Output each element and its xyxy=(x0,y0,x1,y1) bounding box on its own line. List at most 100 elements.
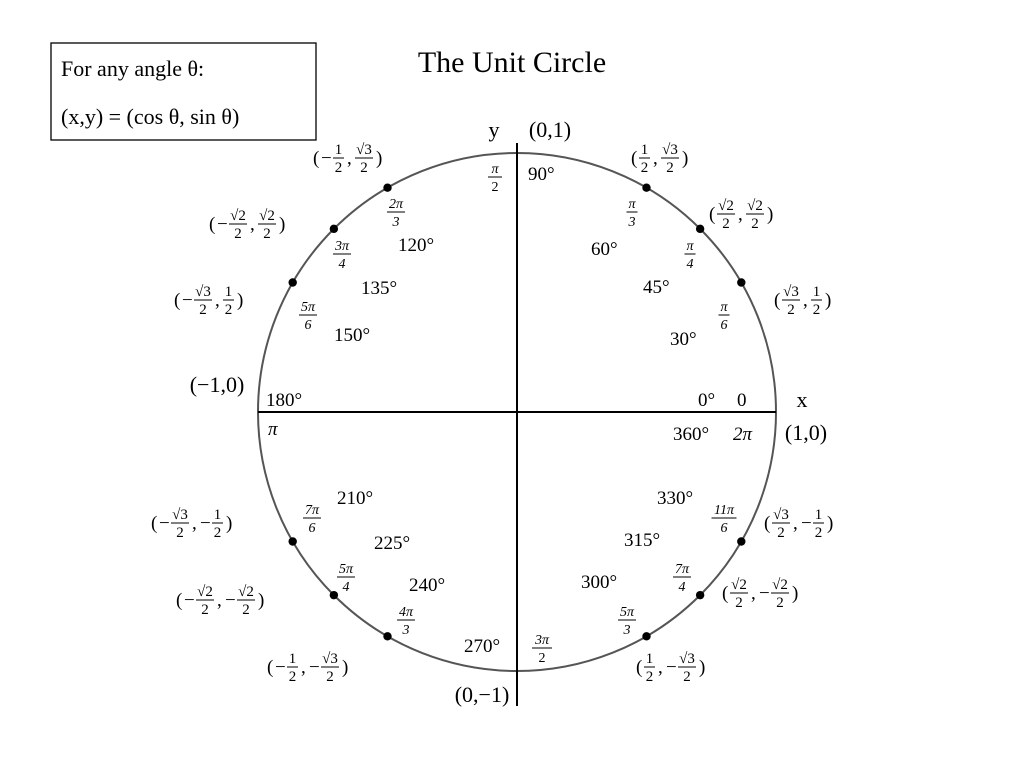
svg-text:): ) xyxy=(825,290,831,311)
svg-text:(: ( xyxy=(151,513,157,534)
svg-text:,: , xyxy=(751,583,756,604)
angle-point-30: 30°π6(√32,12) xyxy=(670,278,831,350)
coordinate-label: (−12,√32) xyxy=(313,142,382,176)
svg-text:(: ( xyxy=(313,148,319,169)
svg-text:(: ( xyxy=(174,290,180,311)
angle-0-rad: 0 xyxy=(737,390,747,411)
angle-rad-label: 5π4 xyxy=(337,562,355,595)
angle-rad-label: 7π4 xyxy=(673,562,691,595)
svg-text:√3: √3 xyxy=(773,507,789,523)
svg-text:): ) xyxy=(792,583,798,604)
svg-text:2: 2 xyxy=(815,525,823,541)
angle-point-45: 45°π4(√22,√22) xyxy=(643,198,773,298)
point-dot xyxy=(695,224,705,234)
svg-text:√2: √2 xyxy=(197,584,213,600)
info-line-2: (x,y) = (cos θ, sin θ) xyxy=(61,104,239,129)
svg-text:−: − xyxy=(200,513,211,534)
svg-text:3: 3 xyxy=(402,623,410,638)
svg-text:2: 2 xyxy=(335,160,343,176)
svg-text:(: ( xyxy=(267,657,273,678)
svg-text:5π: 5π xyxy=(339,562,354,577)
coordinate-label: (−√32,−12) xyxy=(151,507,232,541)
svg-text:4: 4 xyxy=(343,580,350,595)
svg-text:2: 2 xyxy=(813,302,821,318)
angle-rad-label: 5π6 xyxy=(299,300,317,333)
svg-text:): ) xyxy=(226,513,232,534)
coordinate-label: (√32,12) xyxy=(774,284,831,318)
svg-text:−: − xyxy=(759,583,770,604)
svg-text:2: 2 xyxy=(722,216,730,232)
svg-text:5π: 5π xyxy=(301,300,316,315)
svg-text:√2: √2 xyxy=(731,577,747,593)
angle-point-240: 240°4π3(−12,−√32) xyxy=(267,575,445,685)
y-axis-label: y xyxy=(489,117,500,142)
svg-text:2: 2 xyxy=(776,595,784,611)
svg-text:(: ( xyxy=(176,590,182,611)
angle-360-deg: 360° xyxy=(673,424,709,445)
point-dot xyxy=(737,278,746,287)
angle-deg-label: 120° xyxy=(398,235,434,256)
svg-text:√2: √2 xyxy=(718,198,734,214)
svg-text:2: 2 xyxy=(492,180,499,195)
svg-text:π: π xyxy=(491,162,499,177)
svg-text:,: , xyxy=(301,657,306,678)
svg-text:π: π xyxy=(628,197,636,212)
svg-text:√3: √3 xyxy=(322,651,338,667)
info-box xyxy=(50,42,317,141)
svg-text:2: 2 xyxy=(539,651,546,666)
svg-text:2: 2 xyxy=(234,226,242,242)
svg-text:−: − xyxy=(225,590,236,611)
svg-text:2: 2 xyxy=(787,302,795,318)
svg-text:2: 2 xyxy=(326,669,334,685)
angle-rad-label: π4 xyxy=(684,239,696,272)
svg-text:4π: 4π xyxy=(399,605,414,620)
angle-deg-label: 150° xyxy=(334,325,370,346)
svg-text:−: − xyxy=(182,290,193,311)
svg-text:): ) xyxy=(682,148,688,169)
angle-point-315: 315°7π4(√22,−√22) xyxy=(624,530,798,611)
svg-text:2: 2 xyxy=(360,160,368,176)
svg-text:6: 6 xyxy=(721,521,728,536)
point-dot xyxy=(329,590,339,600)
point-dot xyxy=(695,590,705,600)
angle-deg-label: 210° xyxy=(337,488,373,509)
svg-text:2: 2 xyxy=(263,226,271,242)
angle-270-deg: 270° xyxy=(464,636,500,657)
svg-text:2: 2 xyxy=(214,525,222,541)
svg-text:11π: 11π xyxy=(714,503,735,518)
angle-rad-label: 7π6 xyxy=(303,503,321,536)
svg-text:2: 2 xyxy=(225,302,233,318)
svg-text:π: π xyxy=(686,239,694,254)
svg-text:1: 1 xyxy=(813,284,821,300)
angle-rad-label: 3π4 xyxy=(333,239,351,272)
angle-deg-label: 45° xyxy=(643,277,670,298)
svg-text:√3: √3 xyxy=(356,142,372,158)
svg-text:4: 4 xyxy=(679,580,686,595)
svg-text:4: 4 xyxy=(339,257,346,272)
svg-text:2: 2 xyxy=(683,669,691,685)
svg-text:,: , xyxy=(217,590,222,611)
svg-text:): ) xyxy=(342,657,348,678)
angle-90-rad: π 2 xyxy=(488,162,502,195)
coordinate-label: (−√22,√22) xyxy=(209,208,285,242)
svg-text:1: 1 xyxy=(289,651,297,667)
svg-text:(: ( xyxy=(709,204,715,225)
svg-text:1: 1 xyxy=(214,507,222,523)
angle-90-deg: 90° xyxy=(528,164,555,185)
angle-deg-label: 240° xyxy=(409,575,445,596)
svg-text:7π: 7π xyxy=(675,562,690,577)
svg-text:): ) xyxy=(237,290,243,311)
svg-text:1: 1 xyxy=(815,507,823,523)
coordinate-label: (−√22,−√22) xyxy=(176,584,264,618)
svg-text:√2: √2 xyxy=(772,577,788,593)
svg-text:6: 6 xyxy=(721,318,728,333)
svg-text:6: 6 xyxy=(309,521,316,536)
angle-deg-label: 225° xyxy=(374,533,410,554)
point-dot xyxy=(737,537,746,546)
angle-180-rad: π xyxy=(268,419,278,440)
angle-point-300: 300°5π3(12,−√32) xyxy=(581,572,705,685)
angle-deg-label: 30° xyxy=(670,329,697,350)
svg-text:,: , xyxy=(347,148,352,169)
svg-text:2: 2 xyxy=(242,602,250,618)
